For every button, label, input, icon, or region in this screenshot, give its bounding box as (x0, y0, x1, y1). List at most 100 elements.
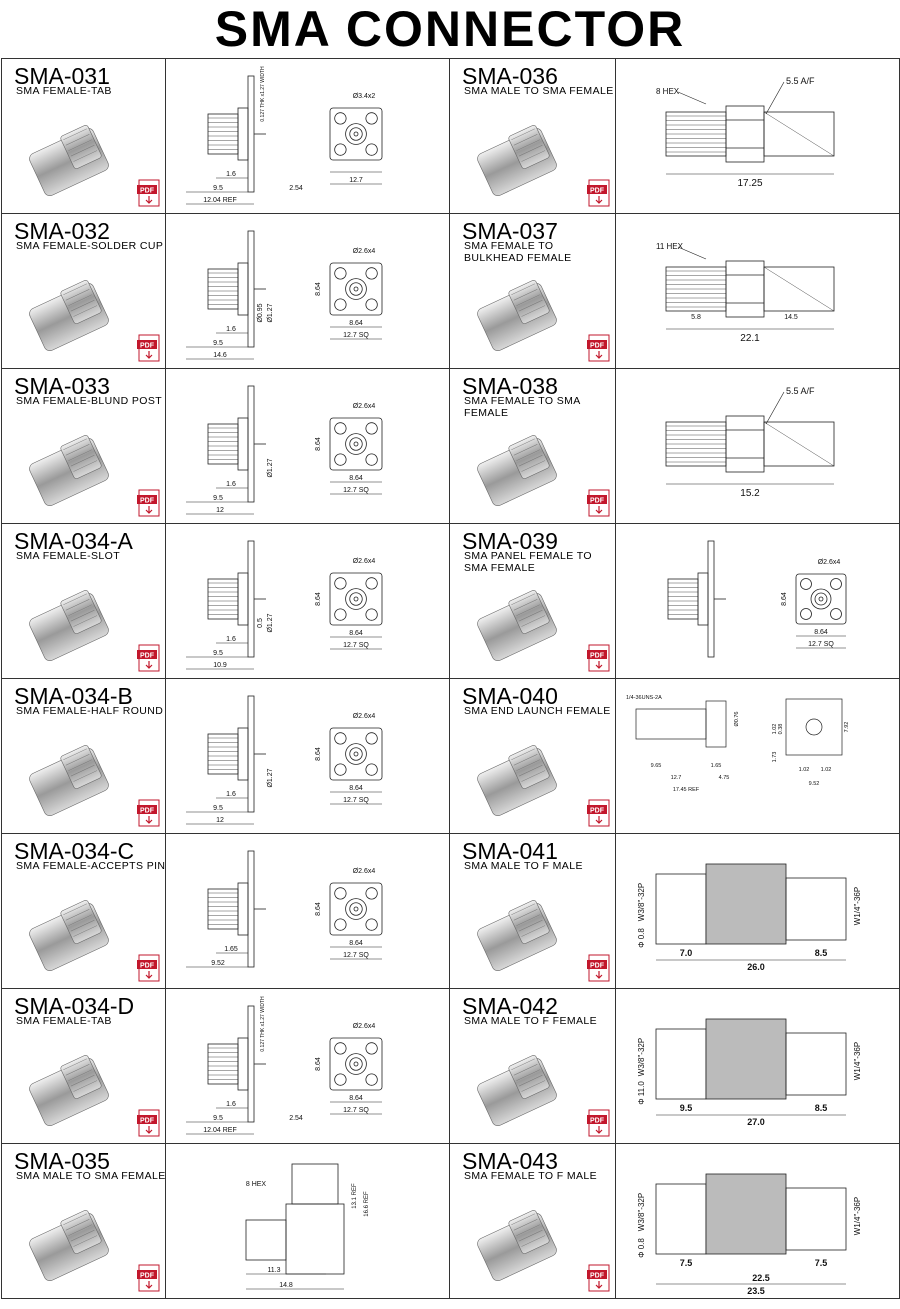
product-description: SMA FEMALE TO BULKHEAD FEMALE (464, 240, 572, 264)
product-code: SMA-031 (14, 63, 110, 89)
dimension-label: 0.38 (778, 724, 784, 735)
dimension-label: 9.5 (213, 1115, 223, 1122)
dimension-label: 8.64 (315, 437, 322, 451)
dimension-label: 7.92 (844, 722, 850, 733)
dimension-label: 5.8 (691, 314, 701, 321)
pdf-download-icon[interactable]: PDF (137, 799, 161, 827)
product-code: SMA-036 (462, 63, 558, 89)
dimension-label: 1.65 (711, 763, 722, 769)
dimension-label: 11.3 (267, 1267, 280, 1274)
product-code: SMA-034-B (14, 683, 133, 709)
dimension-label: 12.04 REF (203, 1127, 236, 1134)
pdf-download-icon[interactable]: PDF (587, 1264, 611, 1292)
product-code: SMA-032 (14, 218, 110, 244)
pdf-download-icon[interactable]: PDF (137, 1264, 161, 1292)
pdf-download-icon[interactable]: PDF (137, 644, 161, 672)
pdf-download-icon[interactable]: PDF (137, 489, 161, 517)
dimension-label: Ø2.6x4 (353, 403, 376, 410)
dimension-label: 4.75 (719, 775, 730, 781)
dimension-label: 1.6 (226, 636, 236, 643)
dimension-label: 15.2 (740, 488, 760, 499)
dimension-label: 8.64 (349, 630, 363, 637)
dimension-label: 11 HEX (656, 242, 684, 251)
product-description: SMA FEMALE-ACCEPTS PIN (16, 860, 166, 872)
dimension-label: 8.64 (315, 592, 322, 606)
dimension-label: 12 (216, 507, 224, 514)
dimension-label: Ø1.27 (267, 613, 274, 632)
pdf-download-icon[interactable]: PDF (137, 1109, 161, 1137)
dimension-label: 12.7 (349, 177, 363, 184)
product-description: SMA MALE TO F FEMALE (464, 1015, 598, 1027)
pdf-download-icon[interactable]: PDF (587, 644, 611, 672)
dimension-label: 0.127 THK x1.27 WIDTH (260, 66, 266, 122)
dimension-label: 8.64 (349, 785, 363, 792)
pdf-label: PDF (140, 653, 155, 660)
pdf-download-icon[interactable]: PDF (137, 179, 161, 207)
pdf-download-icon[interactable]: PDF (587, 799, 611, 827)
pdf-download-icon[interactable]: PDF (137, 954, 161, 982)
dimension-label: 9.5 (213, 340, 223, 347)
dimension-label: Ø2.6x4 (353, 1023, 376, 1030)
product-photo (29, 1210, 109, 1281)
pdf-label: PDF (140, 963, 155, 970)
product-code: SMA-043 (462, 1148, 558, 1174)
pdf-download-icon[interactable]: PDF (137, 334, 161, 362)
product-photo (477, 435, 557, 506)
pdf-download-icon[interactable]: PDF (587, 334, 611, 362)
product-description: SMA FEMALE-SOLDER CUP (16, 240, 164, 252)
dimension-label: W3/8"-32P (637, 883, 646, 921)
product-code: SMA-040 (462, 683, 558, 709)
pdf-download-icon[interactable]: PDF (587, 489, 611, 517)
dimension-label: W1/4"-36P (853, 887, 862, 925)
dimension-label: 22.5 (752, 1273, 770, 1283)
dimension-label: 12.7 SQ (343, 797, 369, 804)
dimension-label: Ø2.6x4 (353, 868, 376, 875)
dimension-label: 9.5 (680, 1103, 693, 1113)
dimension-label: 1.6 (226, 171, 236, 178)
dimension-label: 8.64 (349, 940, 363, 947)
dimension-label: 8.64 (315, 282, 322, 296)
pdf-download-icon[interactable]: PDF (587, 1109, 611, 1137)
product-description: SMA FEMALE-TAB (16, 85, 112, 97)
pdf-label: PDF (590, 498, 605, 505)
dimension-label: 8.64 (315, 1057, 322, 1071)
pdf-download-icon[interactable]: PDF (587, 954, 611, 982)
product-code: SMA-039 (462, 528, 558, 554)
dimension-label: 14.8 (279, 1282, 293, 1289)
dimension-label: 7.5 (680, 1258, 693, 1268)
dimension-label: 12.04 REF (203, 197, 236, 204)
pdf-download-icon[interactable]: PDF (587, 179, 611, 207)
dimension-label: 1.73 (772, 752, 778, 763)
dimension-label: 12.7 SQ (343, 642, 369, 649)
product-photo (29, 125, 109, 196)
dimension-label: 13.1 REF (352, 1183, 358, 1209)
dimension-label: 23.5 (747, 1286, 765, 1296)
dimension-label: 1.6 (226, 1101, 236, 1108)
product-description: SMA MALE TO SMA FEMALE (16, 1170, 166, 1182)
dimension-label: 7.5 (815, 1258, 828, 1268)
pdf-label: PDF (590, 808, 605, 815)
